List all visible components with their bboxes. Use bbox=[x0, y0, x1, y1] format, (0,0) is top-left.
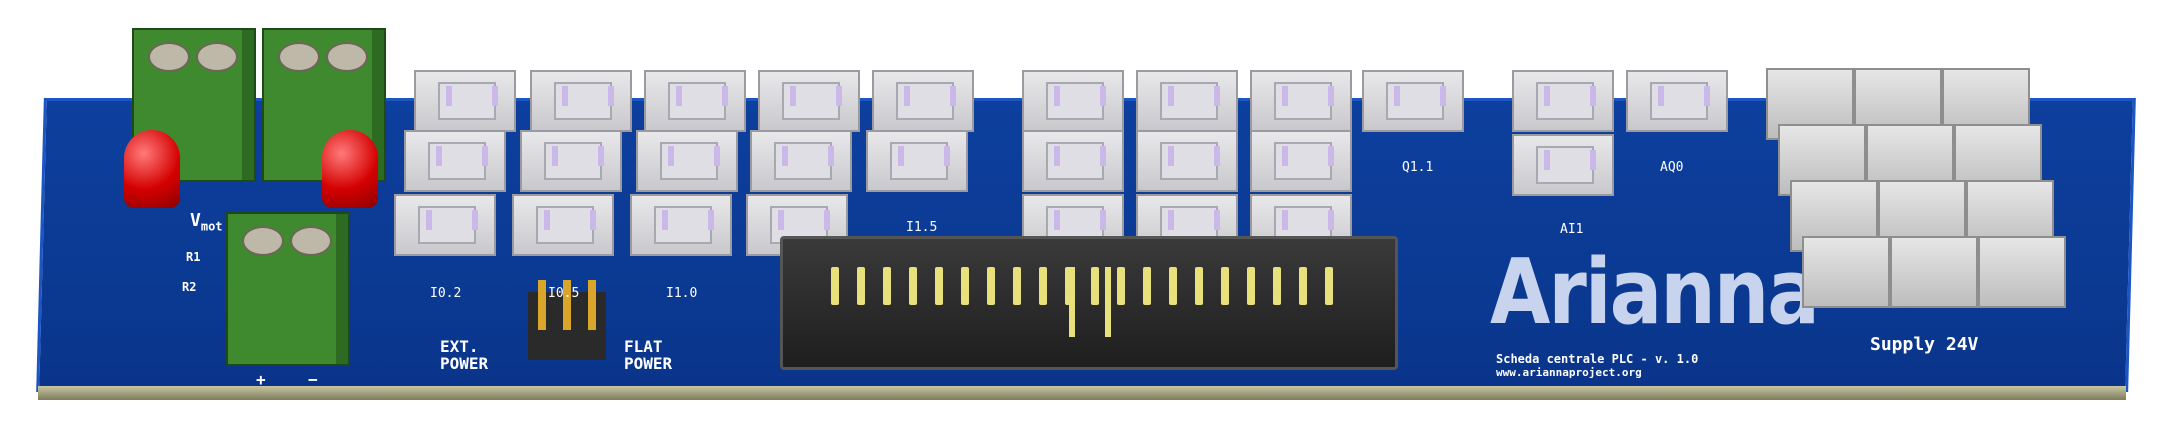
board-subtitle: Scheda centrale PLC - v. 1.0 bbox=[1496, 352, 1699, 366]
label-q1-1: Q1.1 bbox=[1402, 160, 1434, 175]
supply-connector bbox=[1802, 236, 1890, 308]
label-ai1: AI1 bbox=[1560, 222, 1584, 237]
screw-icon bbox=[148, 42, 190, 72]
header-pin bbox=[883, 267, 891, 305]
screw-icon bbox=[290, 226, 332, 256]
jst-connector bbox=[1512, 70, 1614, 132]
jst-connector bbox=[1512, 134, 1614, 196]
header-pin bbox=[1273, 267, 1281, 305]
jst-connector bbox=[872, 70, 974, 132]
jst-connector bbox=[636, 130, 738, 192]
header-pin bbox=[1195, 267, 1203, 305]
jst-connector bbox=[1250, 70, 1352, 132]
jst-connector bbox=[866, 130, 968, 192]
jst-connector bbox=[1136, 70, 1238, 132]
header-pin bbox=[831, 267, 839, 305]
plus-label: + bbox=[256, 370, 266, 389]
jst-connector bbox=[520, 130, 622, 192]
red-led-1 bbox=[124, 130, 180, 208]
jumper-pin bbox=[563, 280, 571, 330]
header-pin bbox=[1221, 267, 1229, 305]
r2-label: R2 bbox=[182, 280, 197, 294]
label-i1-0: I1.0 bbox=[666, 286, 698, 301]
supply-connector bbox=[1978, 236, 2066, 308]
screw-icon bbox=[196, 42, 238, 72]
supply-connector bbox=[1890, 236, 1978, 308]
red-led-2 bbox=[322, 130, 378, 208]
jst-connector bbox=[1022, 130, 1124, 192]
ext-power-label: EXT. POWER bbox=[440, 337, 489, 373]
header-pin bbox=[1325, 267, 1333, 305]
screw-icon bbox=[326, 42, 368, 72]
r1-label: R1 bbox=[186, 250, 201, 264]
label-i1-5: I1.5 bbox=[906, 220, 938, 235]
jst-connector bbox=[404, 130, 506, 192]
jst-connector bbox=[1362, 70, 1464, 132]
header-pin bbox=[1299, 267, 1307, 305]
flat-power-label: FLAT POWER bbox=[624, 337, 673, 373]
jst-connector bbox=[530, 70, 632, 132]
terminal-block-3 bbox=[226, 212, 350, 366]
jst-connector bbox=[1022, 70, 1124, 132]
header-pin bbox=[1247, 267, 1255, 305]
screw-icon bbox=[242, 226, 284, 256]
arianna-logo: Arianna bbox=[1490, 241, 1820, 345]
vmot-label: Vmot bbox=[190, 210, 223, 234]
jumper-pin bbox=[538, 280, 546, 330]
header-pin bbox=[857, 267, 865, 305]
header-pin bbox=[1143, 267, 1151, 305]
supply-24v-label: Supply 24V bbox=[1870, 334, 1979, 355]
project-url: www.ariannaproject.org bbox=[1496, 366, 1642, 379]
jst-connector bbox=[758, 70, 860, 132]
jumper-pin bbox=[588, 280, 596, 330]
jst-connector bbox=[750, 130, 852, 192]
label-i0-5: I0.5 bbox=[548, 286, 580, 301]
jst-connector bbox=[512, 194, 614, 256]
header-pin bbox=[909, 267, 917, 305]
header-pin bbox=[1039, 267, 1047, 305]
jst-connector bbox=[630, 194, 732, 256]
jst-connector bbox=[394, 194, 496, 256]
header-pin bbox=[1091, 267, 1099, 305]
pcb-edge bbox=[38, 386, 2126, 400]
jst-connector bbox=[1136, 130, 1238, 192]
power-jumper bbox=[528, 280, 606, 360]
header-pin bbox=[935, 267, 943, 305]
minus-label: − bbox=[308, 370, 318, 389]
jst-connector bbox=[644, 70, 746, 132]
header-pin bbox=[1117, 267, 1125, 305]
header-pin bbox=[961, 267, 969, 305]
header-pin bbox=[1013, 267, 1021, 305]
header-pin bbox=[987, 267, 995, 305]
label-aq0: AQ0 bbox=[1660, 160, 1684, 175]
jst-connector bbox=[1626, 70, 1728, 132]
jst-connector bbox=[414, 70, 516, 132]
jst-connector bbox=[1250, 130, 1352, 192]
label-i0-2: I0.2 bbox=[430, 286, 462, 301]
header-pin bbox=[1169, 267, 1177, 305]
screw-icon bbox=[278, 42, 320, 72]
idc-ribbon-header bbox=[780, 236, 1398, 370]
header-key-notch bbox=[1069, 267, 1111, 337]
